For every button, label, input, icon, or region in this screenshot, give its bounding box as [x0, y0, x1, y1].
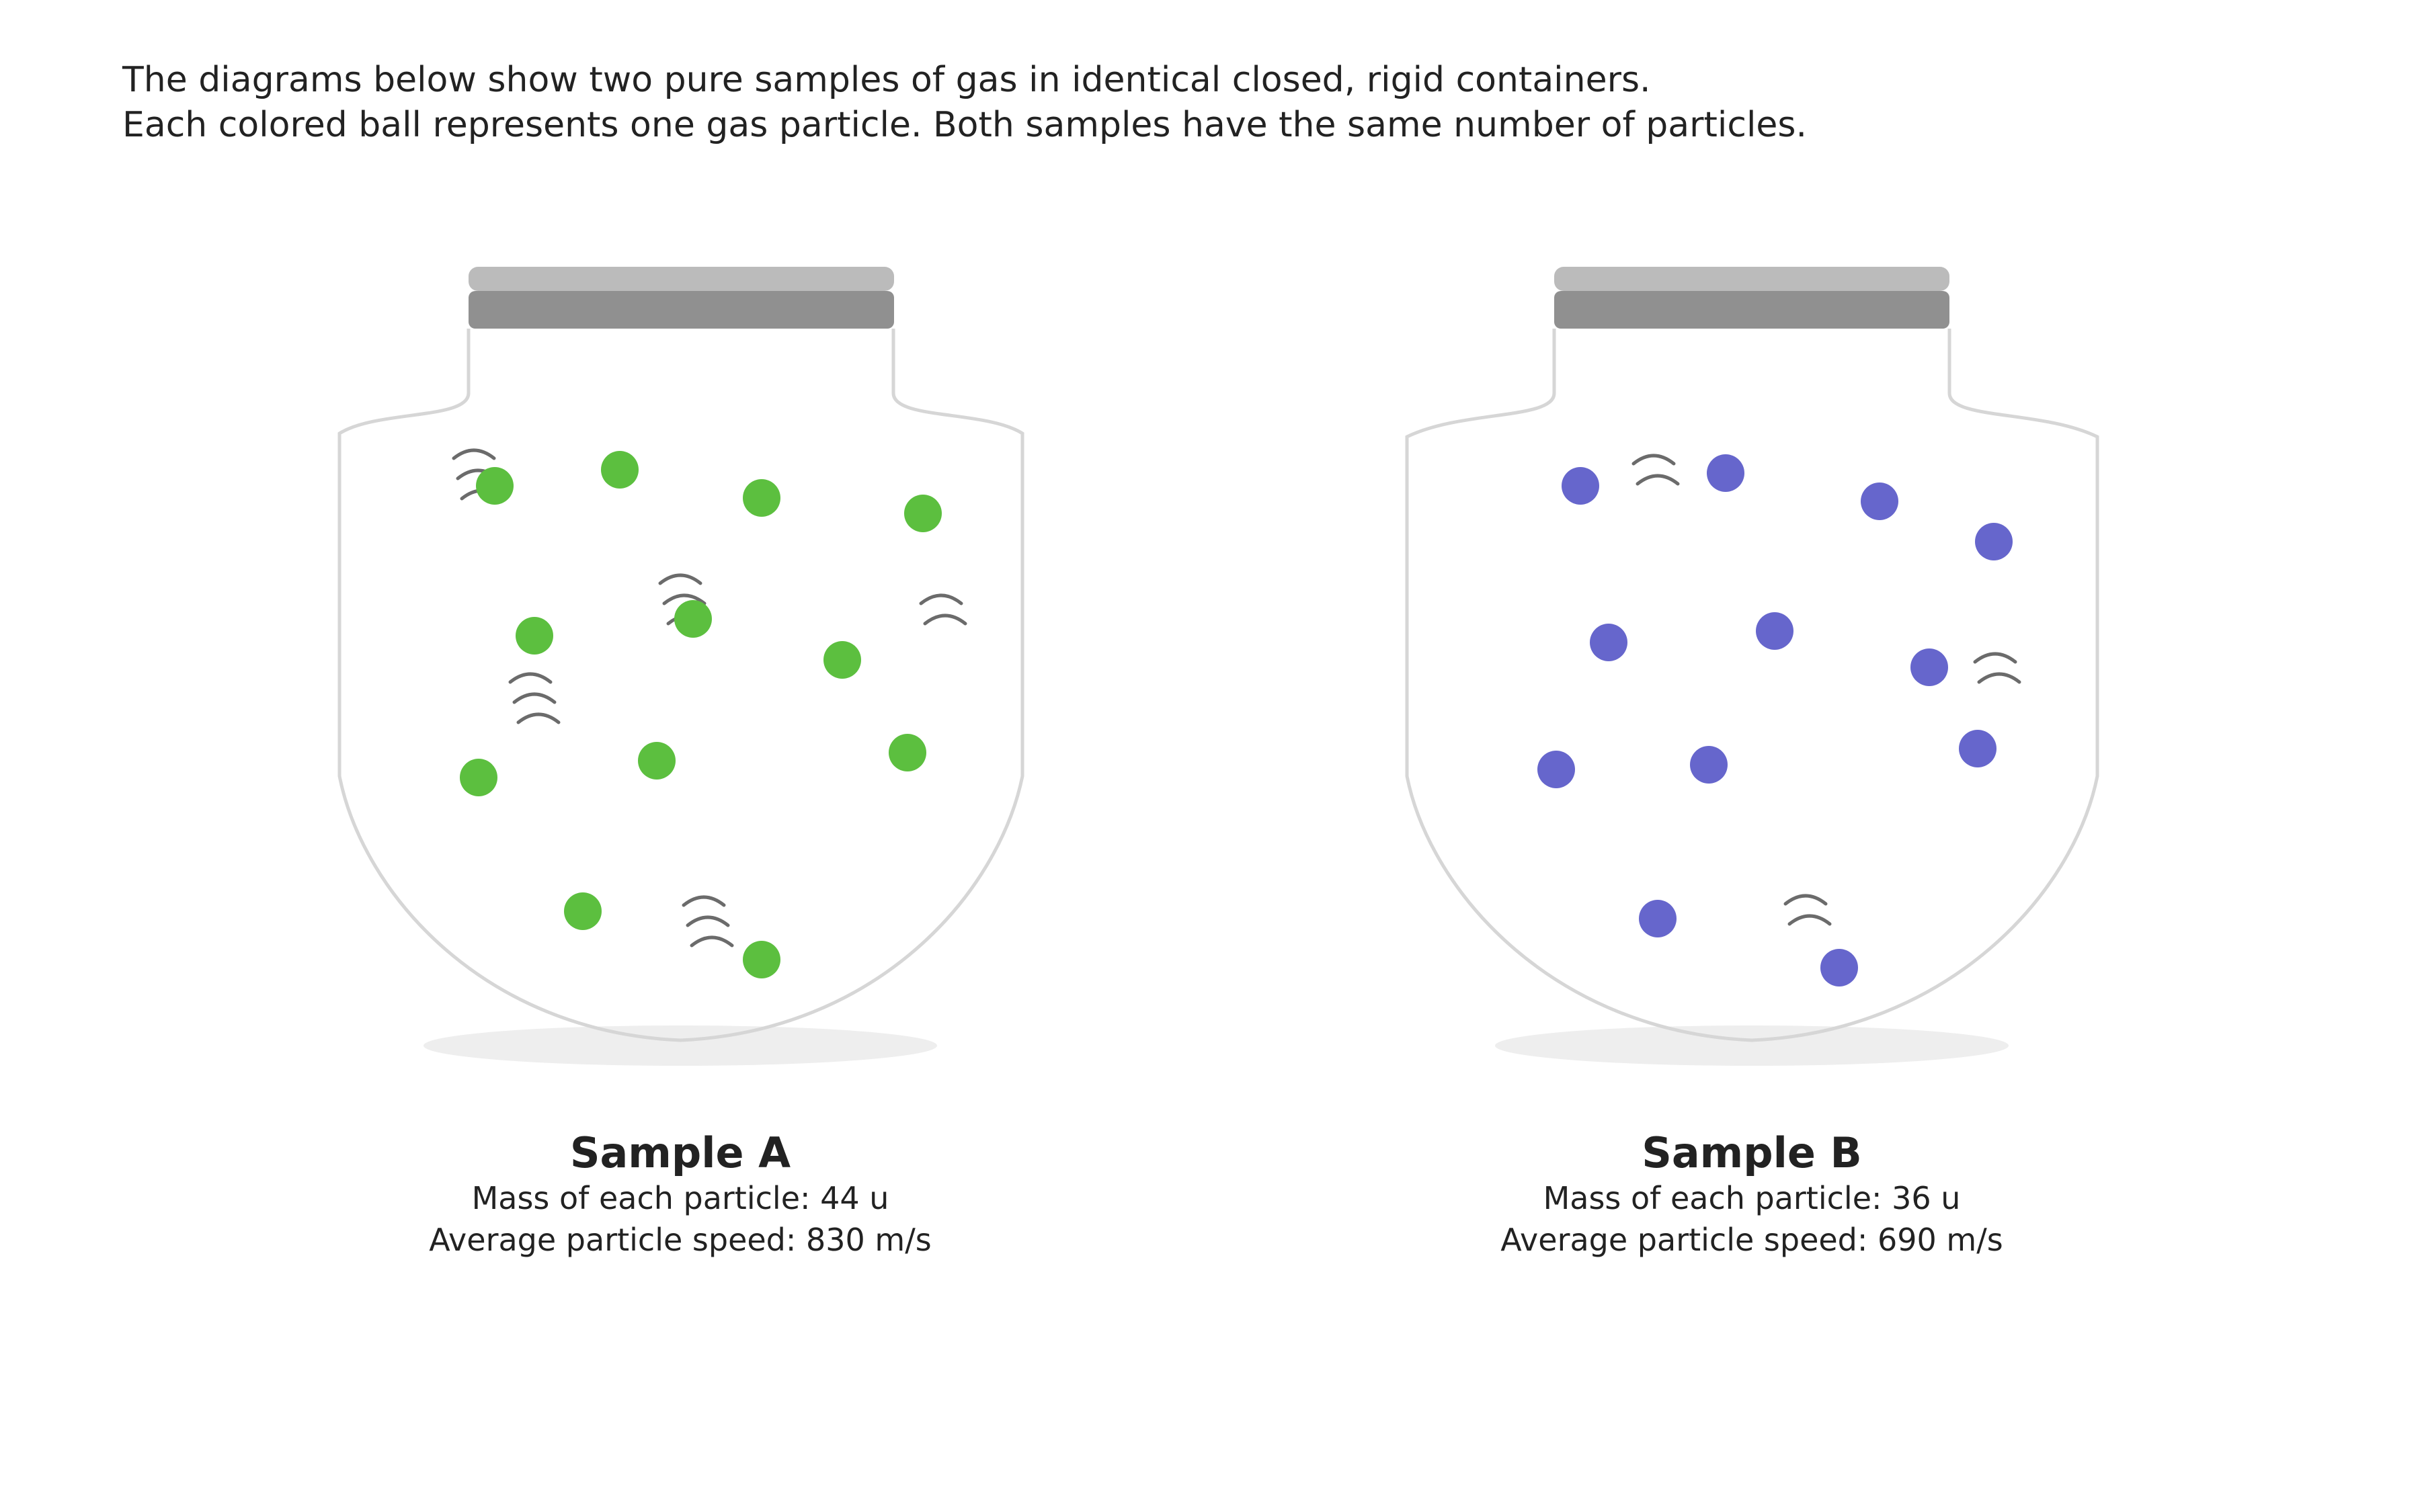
sample-a-speed: Average particle speed: 830 m/s	[429, 1222, 932, 1258]
sample-b-particle-11	[1639, 900, 1677, 937]
sample-a-motion-mark-1-1	[452, 448, 496, 460]
sample-a-particle-9	[638, 742, 676, 780]
intro-line-1: The diagrams below show two pure samples…	[122, 60, 1651, 100]
container-a-outline	[337, 329, 1024, 1042]
sample-b-particle-4	[1975, 523, 2013, 560]
sample-b-motion-mark-2-2	[1977, 672, 2021, 684]
sample-a-particle-4	[904, 495, 942, 532]
container-a-lid-band	[469, 291, 894, 329]
sample-a-motion-mark-2-1	[658, 573, 702, 585]
container-a	[337, 267, 1024, 1066]
sample-b-caption: Sample B Mass of each particle: 36 u Ave…	[1348, 1129, 2155, 1261]
sample-a-particle-8	[460, 759, 497, 796]
sample-a-title: Sample A	[569, 1128, 791, 1177]
sample-b-particle-9	[1690, 746, 1728, 784]
container-a-motion-marks	[452, 448, 967, 948]
sample-b-motion-mark-2-1	[1973, 652, 2017, 664]
sample-b-mass: Mass of each particle: 36 u	[1543, 1180, 1961, 1216]
container-a-shadow	[424, 1025, 937, 1066]
container-b-outline	[1405, 329, 2099, 1042]
sample-a-motion-mark-4-1	[508, 672, 553, 684]
sample-a-particle-7	[823, 641, 861, 679]
sample-b-motion-mark-1-1	[1631, 454, 1676, 466]
sample-a-particle-11	[564, 892, 602, 930]
sample-b-particle-2	[1707, 454, 1744, 492]
container-b-motion-marks	[1631, 454, 2021, 926]
container-a-particles	[460, 451, 942, 978]
container-a-lid-top	[469, 267, 894, 291]
sample-b-particle-12	[1820, 949, 1858, 986]
sample-b-particle-7	[1910, 648, 1948, 686]
sample-a-caption: Sample A Mass of each particle: 44 u Ave…	[277, 1129, 1084, 1261]
container-b-shadow	[1495, 1025, 2009, 1066]
container-b	[1405, 267, 2099, 1066]
container-b-lid-band	[1554, 291, 1949, 329]
sample-a-particle-10	[889, 734, 926, 771]
sample-a-particle-5	[516, 617, 553, 655]
sample-a-motion-mark-2-2	[662, 593, 707, 605]
sample-a-mass: Mass of each particle: 44 u	[471, 1180, 889, 1216]
sample-b-particle-3	[1861, 482, 1898, 520]
sample-b-motion-mark-3-1	[1783, 894, 1828, 906]
sample-b-title: Sample B	[1642, 1128, 1862, 1177]
sample-a-motion-mark-4-2	[512, 692, 557, 704]
sample-b-motion-mark-1-2	[1636, 474, 1680, 486]
container-b-particles	[1537, 454, 2013, 986]
sample-a-particle-6	[674, 600, 712, 638]
sample-b-particle-1	[1562, 467, 1599, 505]
sample-b-motion-mark-3-2	[1787, 914, 1832, 926]
sample-b-particle-5	[1590, 624, 1627, 661]
sample-a-particle-2	[601, 451, 639, 489]
sample-a-motion-mark-3-2	[923, 614, 967, 626]
sample-a-particle-3	[743, 479, 780, 517]
sample-a-motion-mark-5-2	[686, 915, 730, 927]
sample-a-motion-mark-5-1	[682, 895, 726, 907]
intro-line-2: Each colored ball represents one gas par…	[122, 105, 1808, 145]
container-b-lid-top	[1554, 267, 1949, 291]
sample-a-motion-mark-5-3	[690, 935, 734, 948]
sample-b-speed: Average particle speed: 690 m/s	[1500, 1222, 2003, 1258]
sample-a-particle-12	[743, 941, 780, 978]
sample-a-particle-1	[476, 467, 514, 505]
sample-a-motion-mark-3-1	[919, 593, 963, 605]
intro-text: The diagrams below show two pure samples…	[122, 58, 1807, 148]
sample-b-particle-10	[1959, 730, 1997, 767]
sample-b-particle-6	[1756, 612, 1793, 650]
sample-b-particle-8	[1537, 751, 1575, 788]
sample-a-motion-mark-4-3	[516, 712, 561, 724]
